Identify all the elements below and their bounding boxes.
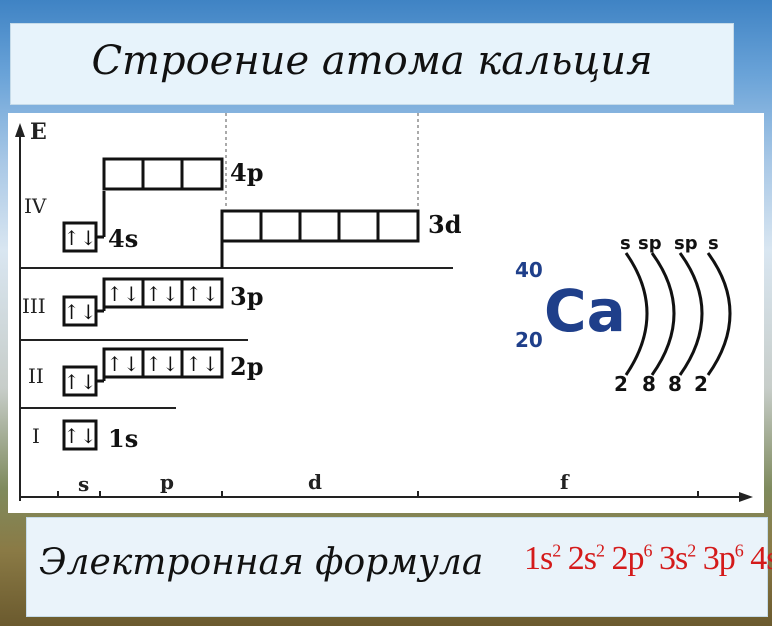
config-term-4: 3s2 bbox=[658, 540, 696, 577]
energy-axis-label: E bbox=[30, 119, 47, 145]
shell-label-3: sp bbox=[674, 233, 698, 254]
svg-text:↑↓: ↑↓ bbox=[106, 282, 140, 306]
config-term-2: 2s2 bbox=[567, 540, 605, 577]
formula-label: Электронная формула bbox=[39, 542, 484, 583]
element-symbol: Ca bbox=[544, 277, 626, 345]
electron-shell-3 bbox=[678, 252, 704, 376]
config-term-3: 2p6 bbox=[611, 540, 652, 577]
svg-text:↑↓: ↑↓ bbox=[106, 352, 140, 376]
electron-shell-4 bbox=[706, 252, 732, 376]
shell-electrons-4: 2 bbox=[694, 372, 708, 396]
config-term-1: 1s2 bbox=[524, 540, 561, 577]
orbital-1s: ↑↓ bbox=[62, 419, 98, 451]
sublevel-label-p: p bbox=[160, 470, 174, 494]
atomic-number: 20 bbox=[515, 328, 543, 352]
orbital-3s: ↑↓ bbox=[62, 295, 98, 327]
diagram-svg: E s p d f I II III IV ↑↓ 1s bbox=[15, 113, 753, 502]
shell-electrons-3: 8 bbox=[668, 372, 682, 396]
orbital-label-2p: 2p bbox=[230, 352, 263, 381]
orbital-label-4p: 4p bbox=[230, 158, 263, 187]
level-label-IV: IV bbox=[24, 194, 47, 218]
orbital-label-3p: 3p bbox=[230, 282, 263, 311]
electron-pair-3s: ↑↓ bbox=[63, 300, 97, 324]
svg-text:↑↓: ↑↓ bbox=[185, 282, 219, 306]
orbital-label-3d: 3d bbox=[428, 210, 462, 239]
shell-label-1: s bbox=[620, 233, 631, 254]
energy-axis-arrow bbox=[15, 123, 25, 137]
electron-configuration: 1s2 2s2 2p6 3s2 3p6 4s2 bbox=[524, 540, 772, 578]
shell-label-4: s bbox=[708, 233, 719, 254]
config-term-6: 4s2 bbox=[750, 540, 772, 577]
shell-electrons-1: 2 bbox=[614, 372, 628, 396]
shell-electrons-2: 8 bbox=[642, 372, 656, 396]
orbital-4s: ↑↓ bbox=[62, 221, 98, 253]
calcium-shell-model: 40 20 Ca s sp sp s 2 8 8 2 bbox=[515, 233, 732, 396]
energy-level-diagram: E s p d f I II III IV ↑↓ 1s bbox=[8, 113, 764, 513]
electron-shell-2 bbox=[650, 252, 676, 376]
mass-number: 40 bbox=[515, 258, 543, 282]
orbital-label-1s: 1s bbox=[108, 424, 138, 453]
svg-text:↑↓: ↑↓ bbox=[185, 352, 219, 376]
electron-shell-1 bbox=[624, 252, 649, 376]
sublevel-label-s: s bbox=[78, 472, 89, 496]
sublevel-axis-arrow bbox=[739, 492, 753, 502]
orbital-3d bbox=[220, 209, 420, 243]
orbital-4p bbox=[102, 157, 224, 191]
sublevel-label-f: f bbox=[560, 470, 570, 494]
level-label-II: II bbox=[28, 364, 44, 388]
formula-banner: Электронная формула 1s2 2s2 2p6 3s2 3p6 … bbox=[26, 517, 772, 617]
config-term-5: 3p6 bbox=[702, 540, 744, 577]
page-title: Строение атома кальция bbox=[91, 38, 653, 84]
orbital-2s: ↑↓ bbox=[62, 365, 98, 397]
orbital-2p: ↑↓ ↑↓ ↑↓ bbox=[102, 347, 224, 379]
electron-pair-4s: ↑↓ bbox=[63, 226, 97, 250]
electron-pair-1s: ↑↓ bbox=[63, 424, 97, 448]
orbital-label-4s: 4s bbox=[108, 224, 138, 253]
shell-label-2: sp bbox=[638, 233, 662, 254]
svg-text:↑↓: ↑↓ bbox=[145, 352, 179, 376]
level-label-I: I bbox=[32, 424, 40, 448]
svg-text:↑↓: ↑↓ bbox=[145, 282, 179, 306]
electron-pair-2s: ↑↓ bbox=[63, 370, 97, 394]
sublevel-label-d: d bbox=[308, 470, 322, 494]
orbital-3p: ↑↓ ↑↓ ↑↓ bbox=[102, 277, 224, 309]
title-banner: Строение атома кальция bbox=[10, 23, 734, 105]
level-label-III: III bbox=[22, 294, 46, 318]
